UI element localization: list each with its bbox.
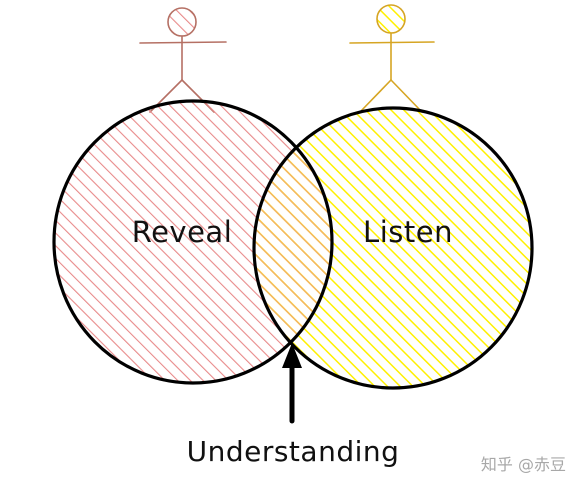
reveal-label: Reveal [132, 215, 233, 249]
arrow-up-icon [282, 343, 302, 424]
right-circle-outline [252, 106, 534, 390]
right-person-icon [349, 4, 435, 113]
understanding-caption: Understanding [187, 435, 400, 468]
left-person-icon [139, 7, 227, 113]
watermark-text: 知乎 @赤豆 [481, 455, 566, 474]
right-circle-fill [254, 108, 532, 388]
left-circle-outline [52, 99, 334, 385]
left-circle-fill [54, 101, 332, 383]
listen-label: Listen [363, 215, 453, 249]
